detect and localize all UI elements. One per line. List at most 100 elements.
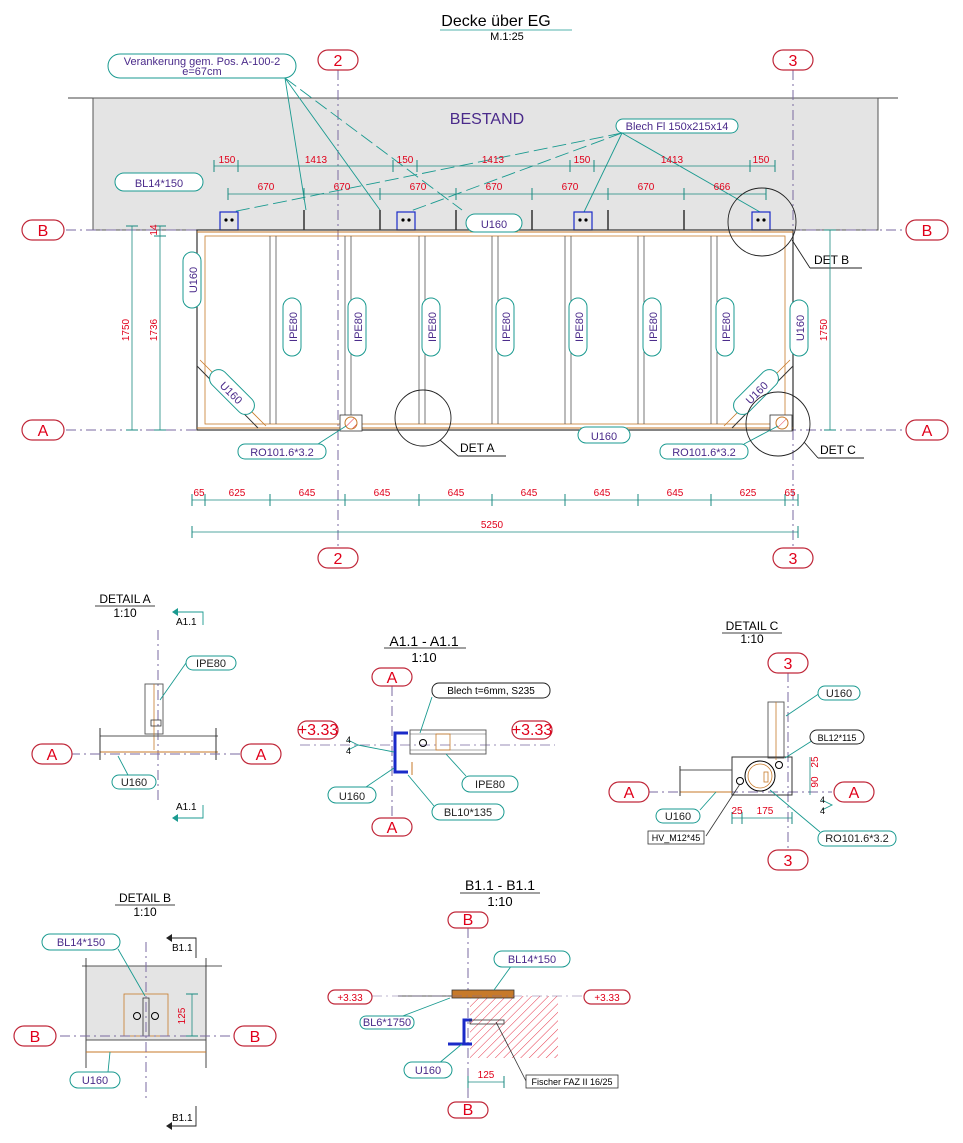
svg-text:670: 670	[410, 182, 427, 193]
svg-text:2: 2	[334, 53, 343, 70]
ipe-label-6: IPE80	[642, 297, 662, 357]
grid-bubble-2-bottom: 2	[317, 547, 359, 569]
svg-text:B: B	[30, 1029, 41, 1046]
ipe-label-2: IPE80	[347, 297, 367, 357]
svg-text:670: 670	[638, 182, 655, 193]
svg-text:3: 3	[789, 551, 798, 568]
svg-text:670: 670	[334, 182, 351, 193]
label-u160-top: U160	[465, 213, 523, 233]
svg-text:DETAIL B: DETAIL B	[119, 891, 171, 905]
svg-text:Fischer FAZ II 16/25: Fischer FAZ II 16/25	[531, 1077, 612, 1087]
main-frame-inner	[204, 235, 786, 425]
grid-bubble-2-top: 2	[317, 49, 359, 71]
svg-text:645: 645	[448, 488, 465, 499]
svg-text:1750: 1750	[121, 318, 132, 341]
ipe-label-3: IPE80	[421, 297, 441, 357]
anchor-label: Verankerung gem. Pos. A-100-2 e=67cm	[107, 53, 297, 79]
svg-text:IPE80: IPE80	[574, 312, 586, 342]
detail-b: DETAIL B 1:10 B1.1 B1.1 125 BL14*150 B B	[13, 891, 277, 1130]
svg-text:IPE80: IPE80	[288, 312, 300, 342]
detail-a: DETAIL A 1:10 A1.1 A1.1 IPE80 U160 A A	[31, 592, 282, 822]
svg-text:666: 666	[714, 182, 731, 193]
label-u160-left: U160	[182, 251, 202, 309]
svg-text:1750: 1750	[819, 318, 830, 341]
svg-text:150: 150	[574, 155, 591, 166]
svg-text:RO101.6*3.2: RO101.6*3.2	[825, 833, 889, 845]
label-u160-diag-right: U160	[733, 369, 779, 415]
blech-leader-2	[407, 132, 623, 213]
grid-bubble-b-left: B	[21, 219, 65, 241]
svg-text:B: B	[38, 223, 49, 240]
svg-text:+3.33: +3.33	[594, 993, 620, 1004]
right-dims: 1750	[819, 229, 836, 431]
svg-text:+3.33: +3.33	[298, 722, 339, 739]
svg-text:BL12*115: BL12*115	[818, 733, 857, 743]
det-c-callout: DET C	[745, 391, 864, 459]
svg-text:14: 14	[149, 224, 160, 236]
svg-text:BL10*135: BL10*135	[444, 807, 492, 819]
section-b: B1.1 - B1.1 1:10 B B +3.33 +3.33 BL14*15…	[327, 877, 631, 1119]
svg-text:5250: 5250	[481, 520, 504, 531]
svg-text:A1.1 - A1.1: A1.1 - A1.1	[389, 633, 458, 649]
svg-text:1:10: 1:10	[133, 905, 157, 919]
svg-text:4: 4	[346, 735, 351, 745]
svg-text:IPE80: IPE80	[648, 312, 660, 342]
svg-text:BL6*1750: BL6*1750	[363, 1017, 411, 1029]
svg-text:HV_M12*45: HV_M12*45	[652, 833, 701, 843]
bestand-label: BESTAND	[450, 111, 524, 128]
svg-text:3: 3	[784, 656, 793, 673]
svg-text:e=67cm: e=67cm	[182, 66, 221, 78]
svg-text:65: 65	[784, 488, 796, 499]
label-ro-right: RO101.6*3.2	[659, 425, 779, 460]
svg-text:65: 65	[193, 488, 205, 499]
bl14-label: BL14*150	[114, 172, 204, 192]
svg-text:RO101.6*3.2: RO101.6*3.2	[250, 447, 314, 459]
svg-text:1:10: 1:10	[113, 606, 137, 620]
svg-text:+3.33: +3.33	[512, 722, 553, 739]
blech-leader-3	[583, 132, 623, 213]
ipe-label-1: IPE80	[282, 297, 302, 357]
svg-text:A: A	[47, 747, 58, 764]
grid-bubble-a-right: A	[905, 419, 949, 441]
svg-text:B1.1: B1.1	[172, 1113, 193, 1124]
svg-text:1413: 1413	[482, 155, 505, 166]
svg-text:125: 125	[478, 1070, 495, 1081]
svg-text:B: B	[250, 1029, 261, 1046]
svg-text:25: 25	[731, 806, 743, 817]
drawing-title: Decke über EG	[441, 13, 550, 30]
svg-text:4: 4	[346, 746, 351, 756]
svg-text:U160: U160	[188, 267, 200, 293]
detail-c: DETAIL C 1:10 3 3 A A U160 BL12*115 90 2…	[608, 619, 897, 871]
svg-text:625: 625	[229, 488, 246, 499]
column-ro-left	[339, 414, 363, 432]
svg-text:150: 150	[753, 155, 770, 166]
grid-bubble-3-bottom: 3	[772, 547, 814, 569]
svg-text:A: A	[849, 785, 860, 802]
svg-text:1:10: 1:10	[740, 632, 764, 646]
svg-text:U160: U160	[591, 431, 617, 443]
grid-bubble-b-right: B	[905, 219, 949, 241]
svg-text:A: A	[387, 820, 398, 837]
det-a-callout: DET A	[394, 389, 506, 457]
svg-text:U160: U160	[82, 1075, 108, 1087]
svg-text:125: 125	[177, 1007, 188, 1024]
svg-text:IPE80: IPE80	[196, 658, 226, 670]
svg-text:BL14*150: BL14*150	[508, 954, 556, 966]
grid-bubble-a-left: A	[21, 419, 65, 441]
svg-text:A1.1: A1.1	[176, 617, 197, 628]
label-ro-left: RO101.6*3.2	[237, 425, 347, 460]
svg-text:U160: U160	[481, 219, 507, 231]
blech-leader-1	[231, 132, 623, 213]
svg-text:150: 150	[219, 155, 236, 166]
svg-text:4: 4	[820, 795, 825, 805]
wall-anchors	[303, 210, 685, 230]
anchor-leader-1	[284, 77, 307, 211]
label-u160-right: U160	[789, 299, 809, 357]
svg-text:B1.1: B1.1	[172, 943, 193, 954]
svg-text:1736: 1736	[149, 318, 160, 341]
drawing-scale: M.1:25	[490, 31, 524, 43]
svg-text:A: A	[922, 423, 933, 440]
svg-text:670: 670	[562, 182, 579, 193]
anchor-leader-3	[284, 77, 463, 211]
svg-text:A: A	[624, 785, 635, 802]
